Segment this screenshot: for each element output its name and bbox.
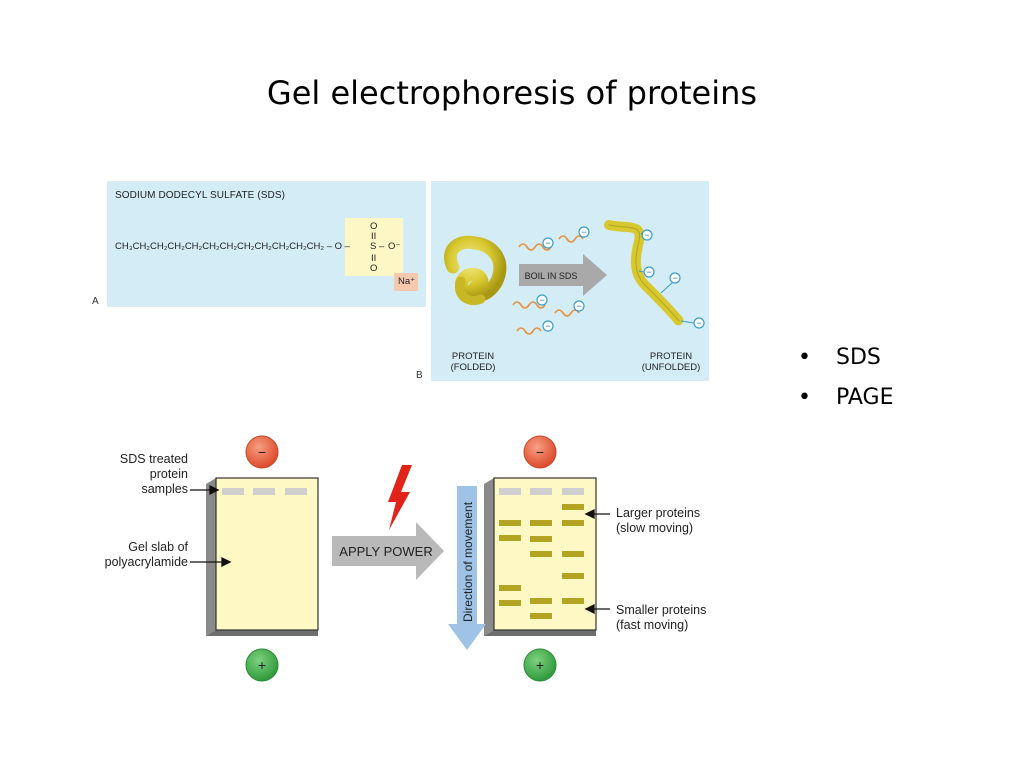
apply-power-label: APPLY POWER xyxy=(339,544,432,559)
lightning-bolt-icon xyxy=(388,465,412,530)
anode-electrode-after: + xyxy=(523,648,557,682)
samples-label-line-2: protein xyxy=(149,467,188,481)
sulfate-oxygen-bottom: O xyxy=(370,263,378,274)
bullet-list: SDS PAGE xyxy=(798,340,893,420)
sodium-ion-highlight xyxy=(394,273,418,291)
unfolded-protein-label: PROTEIN (UNFOLDED) xyxy=(639,351,703,373)
bullet-item-page: PAGE xyxy=(798,380,893,420)
sulfate-oxygen-top: O xyxy=(370,221,378,232)
apply-power-arrow xyxy=(332,522,444,580)
unfolding-illustration: BOIL IN SDS − − − − − xyxy=(444,220,705,335)
samples-label-line-3: samples xyxy=(141,482,188,496)
charge-sign: − xyxy=(545,321,550,331)
charge-sign: − xyxy=(646,267,651,277)
band xyxy=(562,504,584,510)
band xyxy=(499,600,521,606)
sds-samples-label: SDS treated protein samples xyxy=(104,452,188,497)
sulfate-oxygen-anion: O⁻ xyxy=(388,241,401,252)
unfolded-protein-icon xyxy=(604,220,684,326)
panel-b-letter: B xyxy=(416,370,423,381)
slab-label-line-2: polyacrylamide xyxy=(104,555,188,569)
gel-slab-label: Gel slab of polyacrylamide xyxy=(88,540,188,570)
slab-label-line-1: Gel slab of xyxy=(128,540,188,554)
band xyxy=(530,520,552,526)
double-bond-top: II xyxy=(371,231,377,242)
unfolded-label-line-2: (UNFOLDED) xyxy=(641,362,701,373)
charge-sign: − xyxy=(576,301,581,311)
charge-sign: − xyxy=(539,295,544,305)
bullet-item-sds: SDS xyxy=(798,340,893,380)
band xyxy=(530,598,552,604)
band xyxy=(530,551,552,557)
unfolded-label-line-1: PROTEIN xyxy=(649,351,693,362)
smaller-label-line-1: Smaller proteins xyxy=(616,603,707,617)
pointer-arrows xyxy=(190,484,610,615)
larger-label-line-2: (slow moving) xyxy=(616,521,694,535)
band xyxy=(530,613,552,619)
charge-sign: − xyxy=(545,238,550,248)
protein-unfolding-panel: BOIL IN SDS − − − − − xyxy=(431,181,709,381)
samples-label-line-1: SDS treated xyxy=(119,452,188,466)
larger-label-line-1: Larger proteins xyxy=(616,506,701,520)
band xyxy=(530,536,552,542)
folded-protein-icon xyxy=(444,235,507,305)
direction-of-movement-label: Direction of movement xyxy=(461,501,475,622)
slide-title: Gel electrophoresis of proteins xyxy=(266,74,758,112)
direction-of-movement-arrow xyxy=(448,486,486,650)
anode-electrode: + xyxy=(245,648,279,682)
hydrocarbon-chain-formula: CH₃CH₂CH₂CH₂CH₂CH₂CH₂CH₂CH₂CH₂CH₂CH₂ – O… xyxy=(115,241,350,252)
cathode-sign: − xyxy=(258,444,266,460)
charge-sign: − xyxy=(644,230,649,240)
cathode-sign: − xyxy=(536,444,544,460)
sds-heading: SODIUM DODECYL SULFATE (SDS) xyxy=(115,190,286,201)
band xyxy=(562,520,584,526)
band xyxy=(562,598,584,604)
sodium-ion-label: Na⁺ xyxy=(398,276,416,287)
band xyxy=(499,585,521,591)
charge-sign: − xyxy=(672,273,677,283)
band xyxy=(562,573,584,579)
folded-protein-label: PROTEIN (FOLDED) xyxy=(445,351,501,373)
sulfur-atom: S xyxy=(370,241,377,252)
band xyxy=(499,520,521,526)
protein-bands xyxy=(499,504,584,619)
charge-sign: − xyxy=(581,227,586,237)
folded-label-line-2: (FOLDED) xyxy=(450,362,496,373)
band xyxy=(562,551,584,557)
double-bond-bottom: II xyxy=(371,253,377,264)
sds-molecules xyxy=(512,235,584,335)
cathode-electrode-after: − xyxy=(523,435,557,469)
larger-proteins-label: Larger proteins (slow moving) xyxy=(616,506,700,536)
sulfate-group-highlight xyxy=(345,218,403,276)
folded-label-line-1: PROTEIN xyxy=(451,351,495,362)
boil-in-sds-label: BOIL IN SDS xyxy=(525,271,578,281)
cathode-electrode: − xyxy=(245,435,279,469)
sds-charge-icons xyxy=(536,226,590,332)
sds-structure-panel: SODIUM DODECYL SULFATE (SDS) CH₃CH₂CH₂CH… xyxy=(107,181,426,307)
gel-slab-before xyxy=(206,477,319,636)
boil-arrow xyxy=(519,254,607,296)
band xyxy=(499,535,521,541)
bound-sds-charge-icons xyxy=(641,229,705,329)
sulfate-bond-right: – xyxy=(379,241,385,252)
smaller-label-line-2: (fast moving) xyxy=(616,618,689,632)
anode-sign: + xyxy=(258,657,266,673)
panel-a-letter: A xyxy=(92,296,99,307)
anode-sign: + xyxy=(536,657,544,673)
charge-sign: − xyxy=(696,318,701,328)
smaller-proteins-label: Smaller proteins (fast moving) xyxy=(616,603,706,633)
